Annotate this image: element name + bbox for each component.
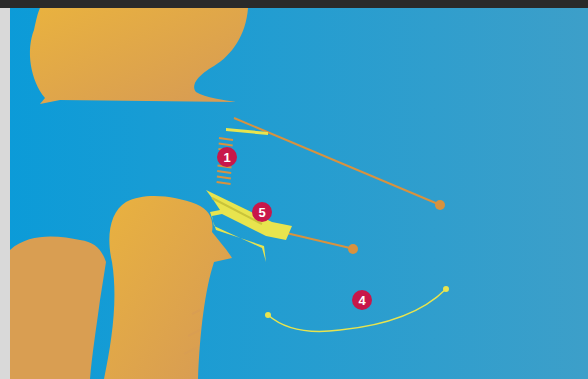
spring-coil — [219, 144, 233, 146]
callout-text: 1 — [223, 151, 230, 164]
suture — [268, 289, 446, 331]
spring-coil — [219, 138, 233, 140]
lower-bone — [104, 196, 232, 379]
callout-number: 4 — [352, 290, 372, 310]
callout-text: 5 — [258, 206, 265, 219]
suture-end — [443, 286, 449, 292]
upper-bone — [30, 8, 248, 104]
callout-number: 1 — [217, 147, 237, 167]
spring-coil — [217, 177, 231, 179]
rod-end — [348, 244, 358, 254]
top-bar — [0, 0, 588, 8]
bone-spurs — [184, 310, 200, 354]
spring-coil — [217, 182, 231, 184]
spring-coil — [217, 171, 231, 173]
anchor-pad — [226, 128, 268, 135]
rod-end — [435, 200, 445, 210]
side-strip — [0, 0, 10, 379]
callout-number: 5 — [252, 202, 272, 222]
rod — [282, 232, 350, 248]
implant — [206, 190, 292, 262]
lower-left-bone — [10, 237, 106, 379]
callout-text: 4 — [358, 294, 365, 307]
suture-end — [265, 312, 271, 318]
rod — [234, 118, 438, 204]
